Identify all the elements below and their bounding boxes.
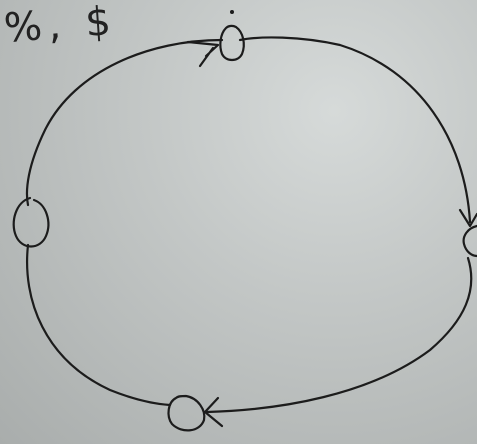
node-bottom [169,396,205,430]
node-top [220,26,243,60]
arrow-head-top [188,42,218,66]
node-top-dot [230,10,234,14]
node-right [464,226,477,256]
node-left [14,198,49,247]
loop-edge [27,37,471,412]
